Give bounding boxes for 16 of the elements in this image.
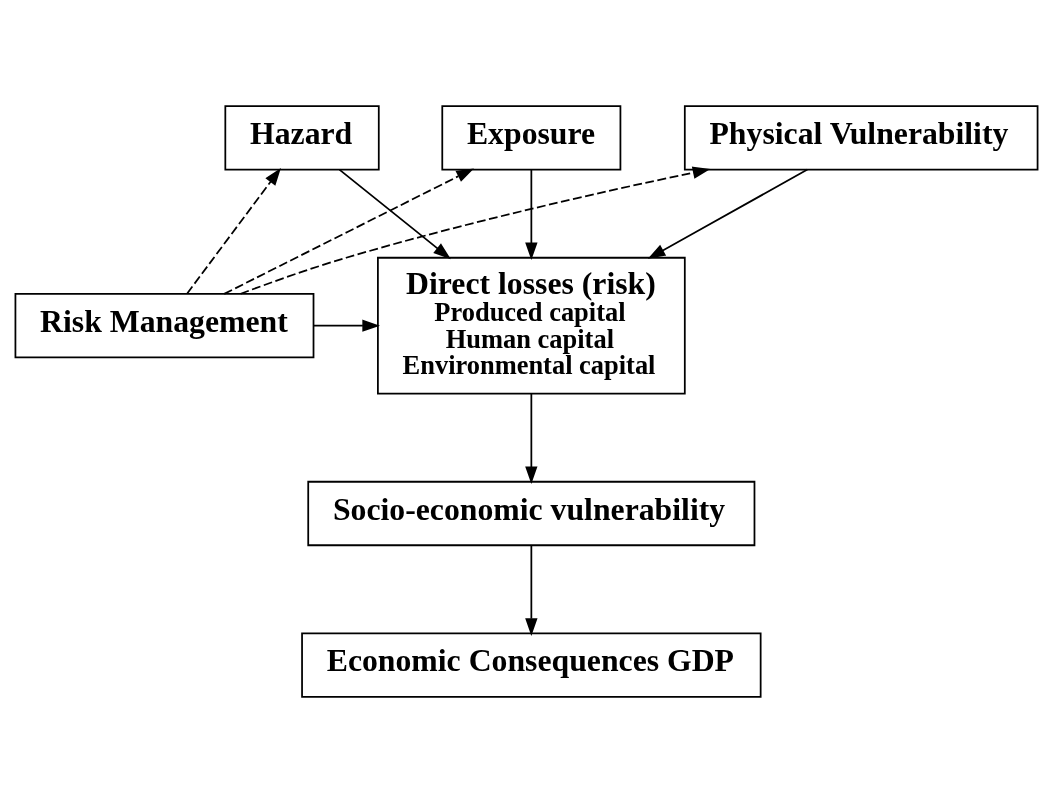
node-box: Risk Management <box>14 292 315 358</box>
node-box: Socio-economic vulnerability <box>307 480 756 546</box>
arrow <box>525 168 538 260</box>
node-box: Economic Consequences GDP <box>301 632 762 698</box>
arrow <box>239 166 711 295</box>
node-box: Direct losses (risk) Produced capital Human capital Environmental capital <box>377 256 686 394</box>
arrow <box>223 167 474 295</box>
arrow <box>525 392 538 484</box>
arrow <box>338 168 451 259</box>
node-box: Exposure <box>441 104 622 170</box>
arrow <box>525 544 538 636</box>
node-box: Hazard <box>224 104 380 170</box>
arrow <box>312 319 380 332</box>
node-box: Physical Vulnerability <box>683 104 1039 170</box>
arrow <box>186 167 281 294</box>
arrow <box>647 168 809 259</box>
